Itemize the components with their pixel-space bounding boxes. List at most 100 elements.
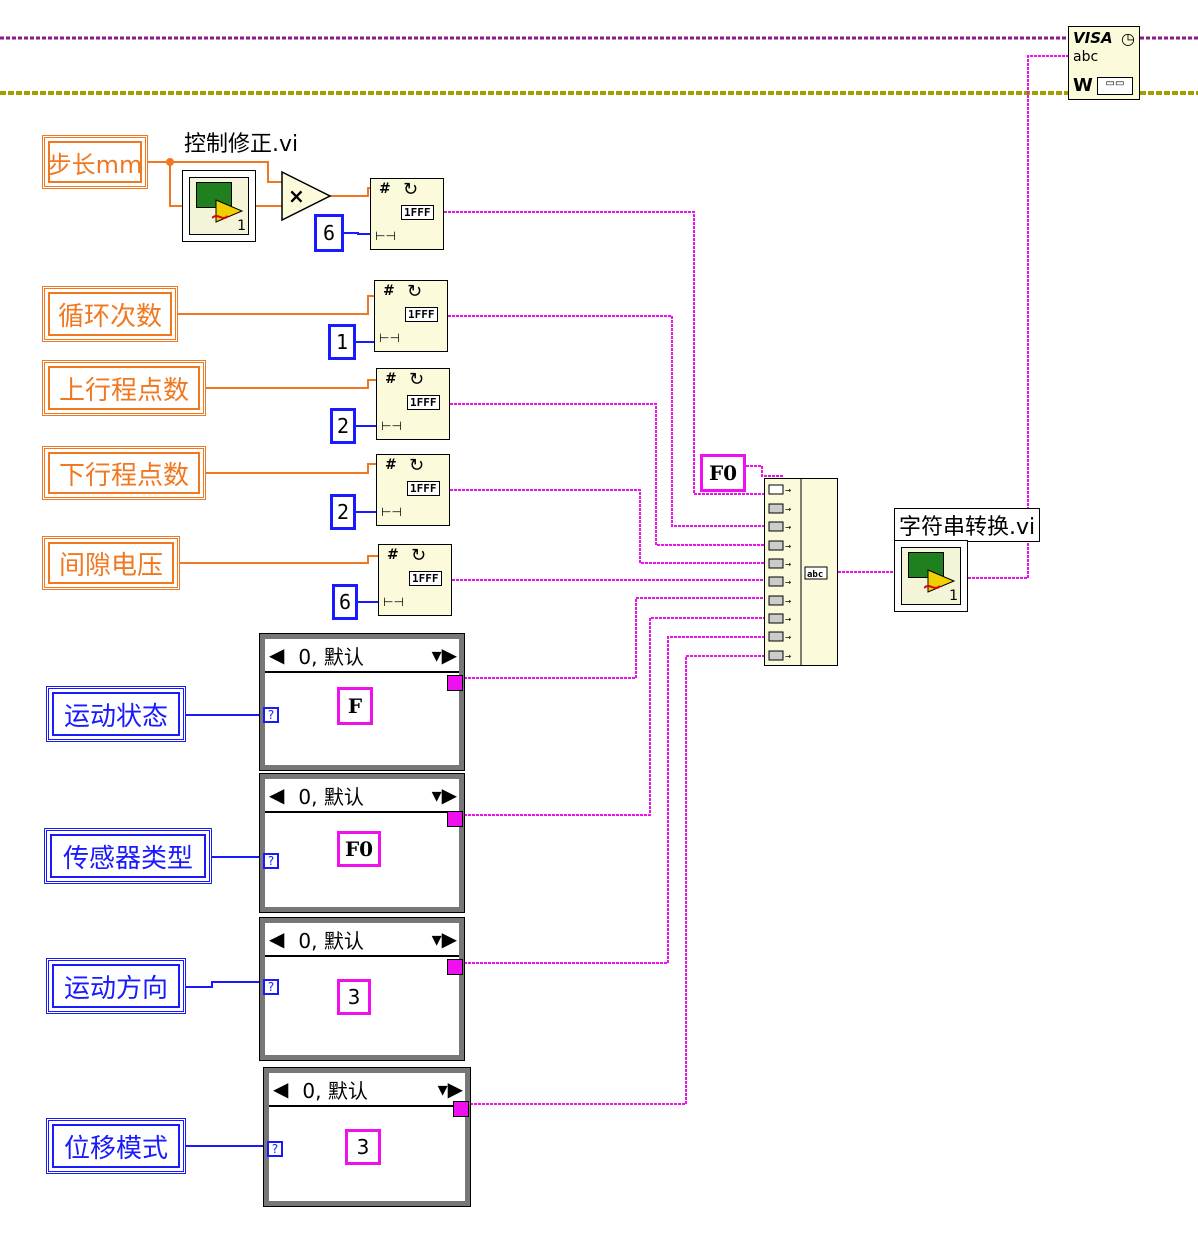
output-tunnel (447, 811, 463, 827)
loop-arrow-icon: ↻ (409, 369, 425, 390)
svg-text:→: → (785, 541, 791, 552)
control-motion-state[interactable]: 运动状态 (46, 686, 186, 742)
svg-text:→: → (785, 614, 791, 625)
visa-io-icon: ▭▭ (1097, 77, 1133, 95)
case-selector-label[interactable]: ◀ 0, 默认 ▾ ▶ (265, 779, 459, 813)
svg-text:→: → (785, 651, 791, 662)
control-step-mm[interactable]: 步长mm (42, 135, 148, 189)
case-selector-label[interactable]: ◀ 0, 默认 ▾ ▶ (265, 923, 459, 957)
hash-label: # (385, 457, 397, 473)
control-down-stroke-points[interactable]: 下行程点数 (42, 446, 206, 500)
case-structure-motion-state[interactable]: ◀ 0, 默认 ▾ ▶ ? F (259, 633, 465, 771)
prev-case-arrow-icon[interactable]: ◀ (269, 643, 285, 667)
prev-case-arrow-icon[interactable]: ◀ (269, 927, 285, 951)
loop-arrow-icon: ↻ (409, 455, 425, 476)
case-structure-motion-direction[interactable]: ◀ 0, 默认 ▾ ▶ ? 3 (259, 917, 465, 1061)
case-selector-value: 0, 默认 (302, 1078, 368, 1103)
waveform-icon (908, 552, 944, 578)
visa-clock-icon: ◷ (1121, 29, 1135, 48)
next-case-arrow-icon[interactable]: ▶ (441, 643, 457, 667)
format-node-3[interactable]: # ↻ 1FFF ⊢⊣ (376, 368, 450, 440)
control-sensor-type[interactable]: 传感器类型 (44, 828, 212, 884)
case-selector-value: 0, 默认 (298, 784, 364, 809)
run-arrow-icon (924, 569, 956, 593)
control-gap-voltage[interactable]: 间隙电压 (42, 536, 180, 590)
case-string-constant[interactable]: F0 (337, 831, 381, 867)
hash-label: # (385, 371, 397, 387)
case-dropdown-icon[interactable]: ▾ (431, 927, 442, 951)
prev-case-arrow-icon[interactable]: ◀ (273, 1077, 289, 1101)
width-terminal-icon: ⊢⊣ (383, 595, 404, 609)
hash-label: # (387, 547, 399, 563)
concatenate-strings-node[interactable]: → → → → → → → → → → abc (764, 478, 838, 666)
hash-label: # (383, 283, 395, 299)
multiply-node[interactable]: × (280, 170, 332, 222)
format-node-2[interactable]: # ↻ 1FFF ⊢⊣ (374, 280, 448, 352)
case-dropdown-icon[interactable]: ▾ (431, 643, 442, 667)
width-terminal-icon: ⊢⊣ (381, 419, 402, 433)
output-tunnel (447, 959, 463, 975)
control-up-stroke-points[interactable]: 上行程点数 (42, 360, 206, 416)
subvi-string-convert[interactable]: 1 (894, 540, 968, 612)
format-code: 1FFF (405, 307, 438, 322)
header-string-constant[interactable]: F0 (700, 454, 746, 492)
format-code: 1FFF (407, 481, 440, 496)
run-arrow-icon (212, 199, 244, 223)
control-displacement-mode[interactable]: 位移模式 (46, 1118, 186, 1174)
case-selector-terminal: ? (267, 1141, 283, 1157)
case-selector-terminal: ? (263, 853, 279, 869)
loop-arrow-icon: ↻ (407, 281, 423, 302)
width-constant-3[interactable]: 2 (330, 408, 356, 444)
case-selector-terminal: ? (263, 979, 279, 995)
concat-inputs-icon: → → → → → → → → → → abc (768, 479, 828, 665)
subvi-digit: 1 (949, 588, 958, 604)
case-structure-displacement-mode[interactable]: ◀ 0, 默认 ▾ ▶ ? 3 (263, 1067, 471, 1207)
next-case-arrow-icon[interactable]: ▶ (447, 1077, 463, 1101)
case-selector-value: 0, 默认 (298, 928, 364, 953)
case-selector-terminal: ? (263, 707, 279, 723)
case-string-constant[interactable]: 3 (337, 979, 371, 1015)
svg-text:→: → (785, 485, 791, 496)
subvi-control-correct-label: 控制修正.vi (184, 132, 299, 157)
svg-text:→: → (785, 577, 791, 588)
svg-text:→: → (785, 559, 791, 570)
case-selector-value: 0, 默认 (298, 644, 364, 669)
format-node-5[interactable]: # ↻ 1FFF ⊢⊣ (378, 544, 452, 616)
next-case-arrow-icon[interactable]: ▶ (441, 927, 457, 951)
width-constant-4[interactable]: 2 (330, 494, 356, 530)
case-selector-label[interactable]: ◀ 0, 默认 ▾ ▶ (265, 639, 459, 673)
format-code: 1FFF (409, 571, 442, 586)
prev-case-arrow-icon[interactable]: ◀ (269, 783, 285, 807)
subvi-icon: 1 (901, 547, 961, 605)
subvi-control-correct[interactable]: 1 (182, 170, 256, 242)
format-node-4[interactable]: # ↻ 1FFF ⊢⊣ (376, 454, 450, 526)
case-string-constant[interactable]: F (337, 687, 373, 725)
width-constant-1[interactable]: 6 (314, 214, 344, 252)
case-dropdown-icon[interactable]: ▾ (431, 783, 442, 807)
build-string-glyph: abc (807, 570, 823, 580)
multiply-label: × (288, 184, 305, 208)
svg-text:→: → (785, 632, 791, 643)
next-case-arrow-icon[interactable]: ▶ (441, 783, 457, 807)
visa-write-node[interactable]: VISA ◷ abc W ▭▭ (1068, 26, 1140, 100)
control-cycle-count[interactable]: 循环次数 (42, 286, 178, 342)
loop-arrow-icon: ↻ (403, 179, 419, 200)
subvi-icon: 1 (189, 177, 249, 235)
svg-text:→: → (785, 596, 791, 607)
width-terminal-icon: ⊢⊣ (379, 331, 400, 345)
loop-arrow-icon: ↻ (411, 545, 427, 566)
case-string-constant[interactable]: 3 (345, 1129, 381, 1165)
width-terminal-icon: ⊢⊣ (375, 229, 396, 243)
control-motion-direction[interactable]: 运动方向 (46, 958, 186, 1014)
svg-text:→: → (785, 504, 791, 515)
case-selector-label[interactable]: ◀ 0, 默认 ▾ ▶ (269, 1073, 465, 1107)
visa-label: VISA (1073, 29, 1113, 47)
case-dropdown-icon[interactable]: ▾ (437, 1077, 448, 1101)
width-constant-5[interactable]: 6 (332, 584, 358, 620)
width-constant-2[interactable]: 1 (328, 324, 356, 360)
case-structure-sensor-type[interactable]: ◀ 0, 默认 ▾ ▶ ? F0 (259, 773, 465, 913)
waveform-icon (196, 182, 232, 208)
visa-abc-label: abc (1073, 49, 1099, 65)
format-node-1[interactable]: # ↻ 1FFF ⊢⊣ (370, 178, 444, 250)
